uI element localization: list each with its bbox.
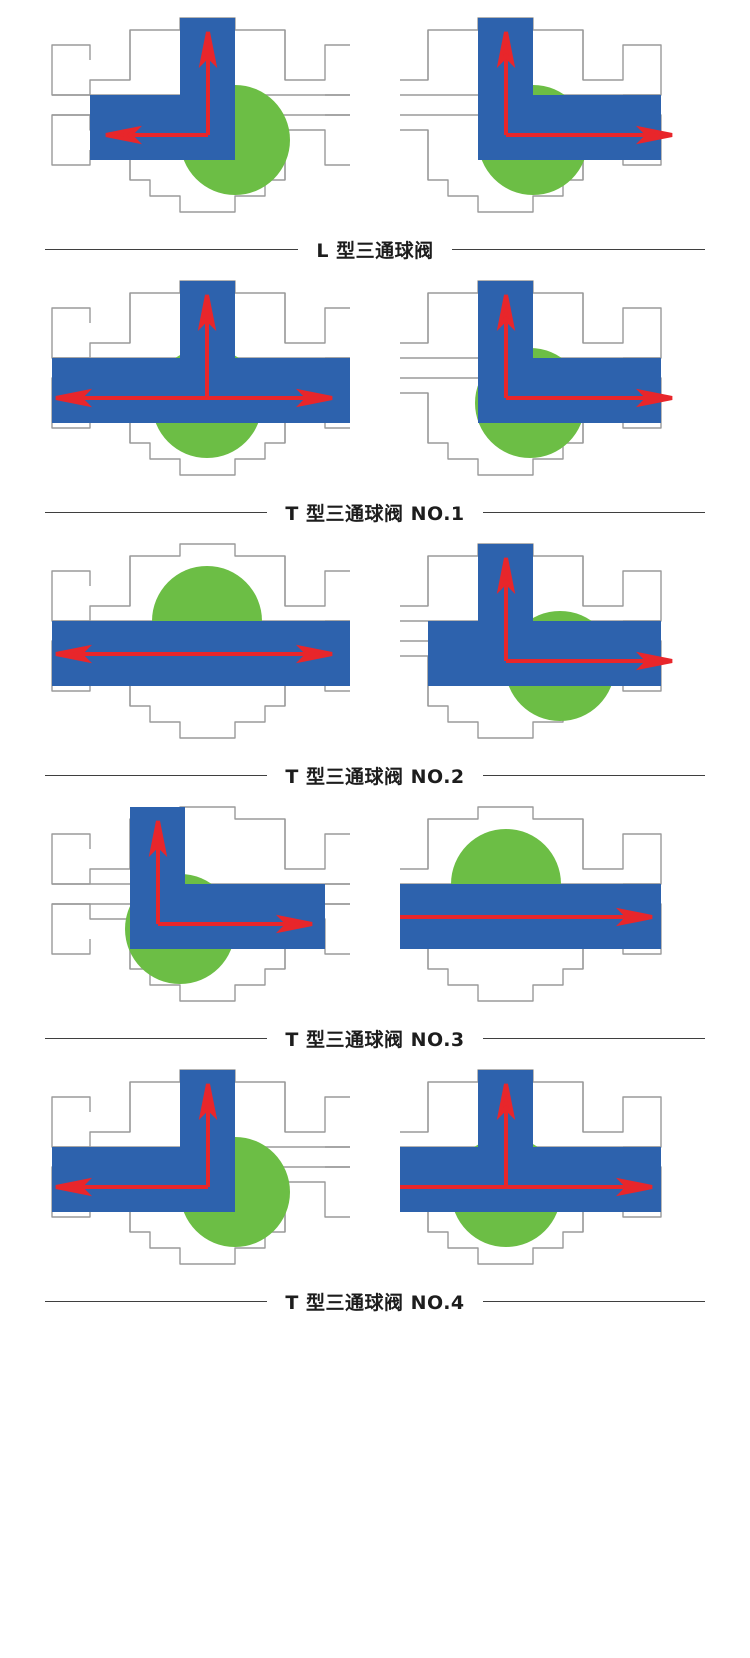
caption-t-type-no3: T 型三通球阀 NO.3: [0, 1025, 750, 1052]
caption-rule-left: [45, 512, 268, 513]
valve-diagram-t-type-no2-left: [30, 526, 350, 756]
flow-arrows: [55, 294, 333, 408]
flow-arrows: [55, 644, 333, 664]
valve-pair: [0, 1052, 750, 1282]
valve-diagram-t-type-no1-right: [400, 263, 720, 493]
caption-label: L 型三通球阀: [316, 240, 434, 262]
caption-t-type-no2: T 型三通球阀 NO.2: [0, 762, 750, 789]
flow-channel: [478, 281, 661, 423]
caption-rule-right: [451, 249, 706, 250]
valve-diagram-l-type-left: [30, 0, 350, 230]
valve-pair: [0, 263, 750, 493]
caption-rule-left: [45, 1038, 268, 1039]
caption-label: T 型三通球阀 NO.4: [285, 1292, 465, 1314]
caption-l-type: L 型三通球阀: [0, 236, 750, 263]
flow-arrows: [55, 1083, 218, 1197]
valve-pair: [0, 526, 750, 756]
caption-t-type-no4: T 型三通球阀 NO.4: [0, 1288, 750, 1315]
valve-diagram-t-type-no4-left: [30, 1052, 350, 1282]
caption-rule-left: [45, 249, 299, 250]
caption-rule-left: [45, 1301, 268, 1302]
flow-channel: [130, 807, 325, 949]
flow-arrows: [400, 1083, 653, 1197]
caption-rule-right: [482, 775, 706, 776]
flow-arrows: [496, 294, 673, 408]
caption-label: T 型三通球阀 NO.3: [285, 1029, 465, 1051]
caption-rule-left: [45, 775, 268, 776]
flow-arrows: [496, 31, 673, 145]
valve-diagram-t-type-no4-right: [400, 1052, 720, 1282]
flow-channel: [478, 18, 661, 160]
caption-t-type-no1: T 型三通球阀 NO.1: [0, 499, 750, 526]
valve-pair: [0, 0, 750, 230]
caption-rule-right: [482, 512, 706, 513]
valve-row-t-type-no4: T 型三通球阀 NO.4: [0, 1052, 750, 1315]
flow-channel: [52, 281, 350, 423]
valve-row-l-type: L 型三通球阀: [0, 0, 750, 263]
flow-channel: [428, 544, 661, 686]
valve-diagram-t-type-no1-left: [30, 263, 350, 493]
valve-diagram-t-type-no2-right: [400, 526, 720, 756]
valve-diagram-t-type-no3-right: [400, 789, 720, 1019]
flow-arrows: [105, 31, 218, 145]
flow-arrows: [400, 907, 653, 927]
valve-diagram-l-type-right: [400, 0, 720, 230]
flow-channel: [90, 18, 235, 160]
caption-rule-right: [482, 1038, 706, 1039]
flow-arrows: [496, 557, 673, 671]
valve-pair: [0, 789, 750, 1019]
valve-row-t-type-no2: T 型三通球阀 NO.2: [0, 526, 750, 789]
flow-channel: [400, 1070, 661, 1212]
flow-channel: [52, 1070, 235, 1212]
valve-row-t-type-no3: T 型三通球阀 NO.3: [0, 789, 750, 1052]
valve-row-t-type-no1: T 型三通球阀 NO.1: [0, 263, 750, 526]
caption-label: T 型三通球阀 NO.2: [285, 766, 465, 788]
caption-rule-right: [482, 1301, 706, 1302]
valve-diagram-t-type-no3-left: [30, 789, 350, 1019]
flow-arrows: [148, 820, 313, 934]
caption-label: T 型三通球阀 NO.1: [285, 503, 465, 525]
